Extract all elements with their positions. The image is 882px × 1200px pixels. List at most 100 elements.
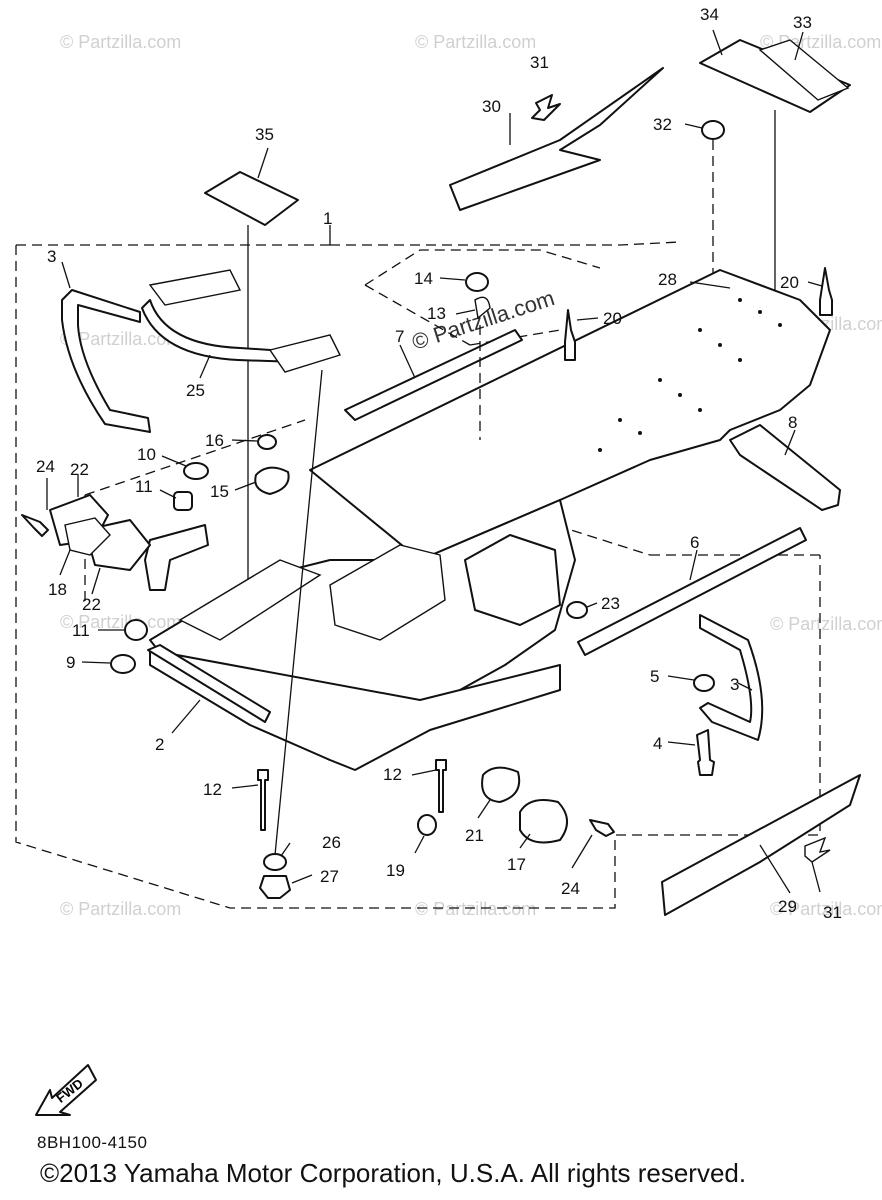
diagram-code: 8BH100-4150	[37, 1133, 148, 1152]
callout: 22	[70, 460, 89, 479]
plate-15	[254, 466, 290, 495]
front-cross-member	[178, 559, 322, 641]
callout: 5	[650, 667, 659, 686]
callout: 11	[72, 621, 90, 640]
callout: 19	[386, 861, 405, 880]
callout: 11	[135, 477, 153, 496]
cap-32	[701, 120, 725, 140]
fuel-box	[464, 534, 561, 626]
emblem-31b	[804, 836, 831, 863]
bushing-9	[110, 654, 136, 674]
callout: 4	[653, 734, 662, 753]
callout: 23	[601, 594, 620, 613]
callouts: 1 2 3 3 4 5 6 7 8 9 10 11 11 12 12 13 14…	[36, 5, 842, 922]
watermark: © Partzilla.com	[770, 899, 882, 919]
callout: 31	[823, 903, 842, 922]
cap-16	[257, 434, 277, 450]
callout: 20	[780, 273, 799, 292]
bar-25	[141, 299, 301, 363]
callout: 9	[66, 653, 75, 672]
callout: 10	[137, 445, 156, 464]
decal-30	[449, 67, 664, 211]
bushing-10	[183, 462, 209, 480]
callout: 21	[465, 826, 484, 845]
rail-8	[729, 424, 841, 511]
watermark: © Partzilla.com	[415, 32, 536, 52]
sticker-35	[204, 171, 299, 226]
plate-21	[481, 766, 521, 803]
housing-17	[519, 799, 568, 844]
watermark: © Partzilla.com	[60, 612, 181, 632]
callout: 34	[700, 5, 719, 24]
nut-14	[465, 272, 489, 292]
callout: 12	[383, 765, 402, 784]
engine-mount	[329, 544, 446, 641]
clip-13	[474, 296, 491, 320]
callout: 3	[47, 247, 56, 266]
grab-bar-3-rear	[699, 614, 764, 741]
tunnel-rivets	[598, 298, 782, 452]
callout: 24	[36, 457, 55, 476]
callout: 26	[322, 833, 341, 852]
fwd-arrow-icon: FWD	[35, 1064, 97, 1116]
watermark: © Partzilla.com	[60, 899, 181, 919]
callout: 8	[788, 413, 797, 432]
callout: 13	[427, 304, 446, 323]
decal-33	[758, 39, 850, 101]
lower-frame	[149, 649, 561, 771]
callout: 20	[603, 309, 622, 328]
gasket-18	[64, 517, 111, 556]
callout: 2	[155, 735, 164, 754]
callout: 18	[48, 580, 67, 599]
watermark: © Partzilla.com	[770, 614, 882, 634]
tunnel-28	[309, 269, 831, 561]
callout: 25	[186, 381, 205, 400]
callout: 17	[507, 855, 526, 874]
shock-mount	[144, 524, 209, 591]
plug-19	[417, 814, 437, 836]
rail-7	[344, 329, 523, 421]
callout: 14	[414, 269, 433, 288]
grab-bar-3-front	[61, 289, 151, 433]
copyright-text: ©2013 Yamaha Motor Corporation, U.S.A. A…	[40, 1158, 747, 1188]
callout: 15	[210, 482, 229, 501]
bolt-24b	[589, 819, 615, 837]
bushing-11b	[124, 619, 148, 641]
rail-6	[577, 527, 807, 656]
washer-26	[263, 853, 287, 871]
stud-20a	[564, 309, 576, 361]
callout: 24	[561, 879, 580, 898]
callout: 22	[82, 595, 101, 614]
frame-assembly-boundary	[15, 241, 821, 909]
callout: 33	[793, 13, 812, 32]
callout: 29	[778, 897, 797, 916]
rail-2	[147, 644, 271, 723]
callout: 35	[255, 125, 274, 144]
callout: 6	[690, 533, 699, 552]
watermark: © Partzilla.com	[60, 329, 181, 349]
callout: 31	[530, 53, 549, 72]
watermark: © Partzilla.com	[415, 899, 536, 919]
bolt-12b	[435, 759, 447, 813]
callout: 32	[653, 115, 672, 134]
cap-23	[566, 601, 588, 619]
callout: 3	[730, 675, 739, 694]
bracket-25a	[148, 269, 242, 306]
bolt-4	[696, 729, 715, 776]
stud-20b	[819, 267, 833, 316]
watermark: © Partzilla.com	[60, 32, 181, 52]
decal-29	[661, 774, 861, 916]
callout: 7	[395, 327, 404, 346]
bracket-25b	[268, 334, 341, 373]
callout: 27	[320, 867, 339, 886]
bushing-11a	[173, 491, 193, 511]
bolt-12a	[257, 769, 269, 831]
nut-5	[693, 674, 715, 692]
bolt-24a	[21, 514, 49, 537]
callout: 30	[482, 97, 501, 116]
callout: 12	[203, 780, 222, 799]
callout: 16	[205, 431, 224, 450]
seat-area-boundary	[364, 249, 601, 346]
callout: 28	[658, 270, 677, 289]
